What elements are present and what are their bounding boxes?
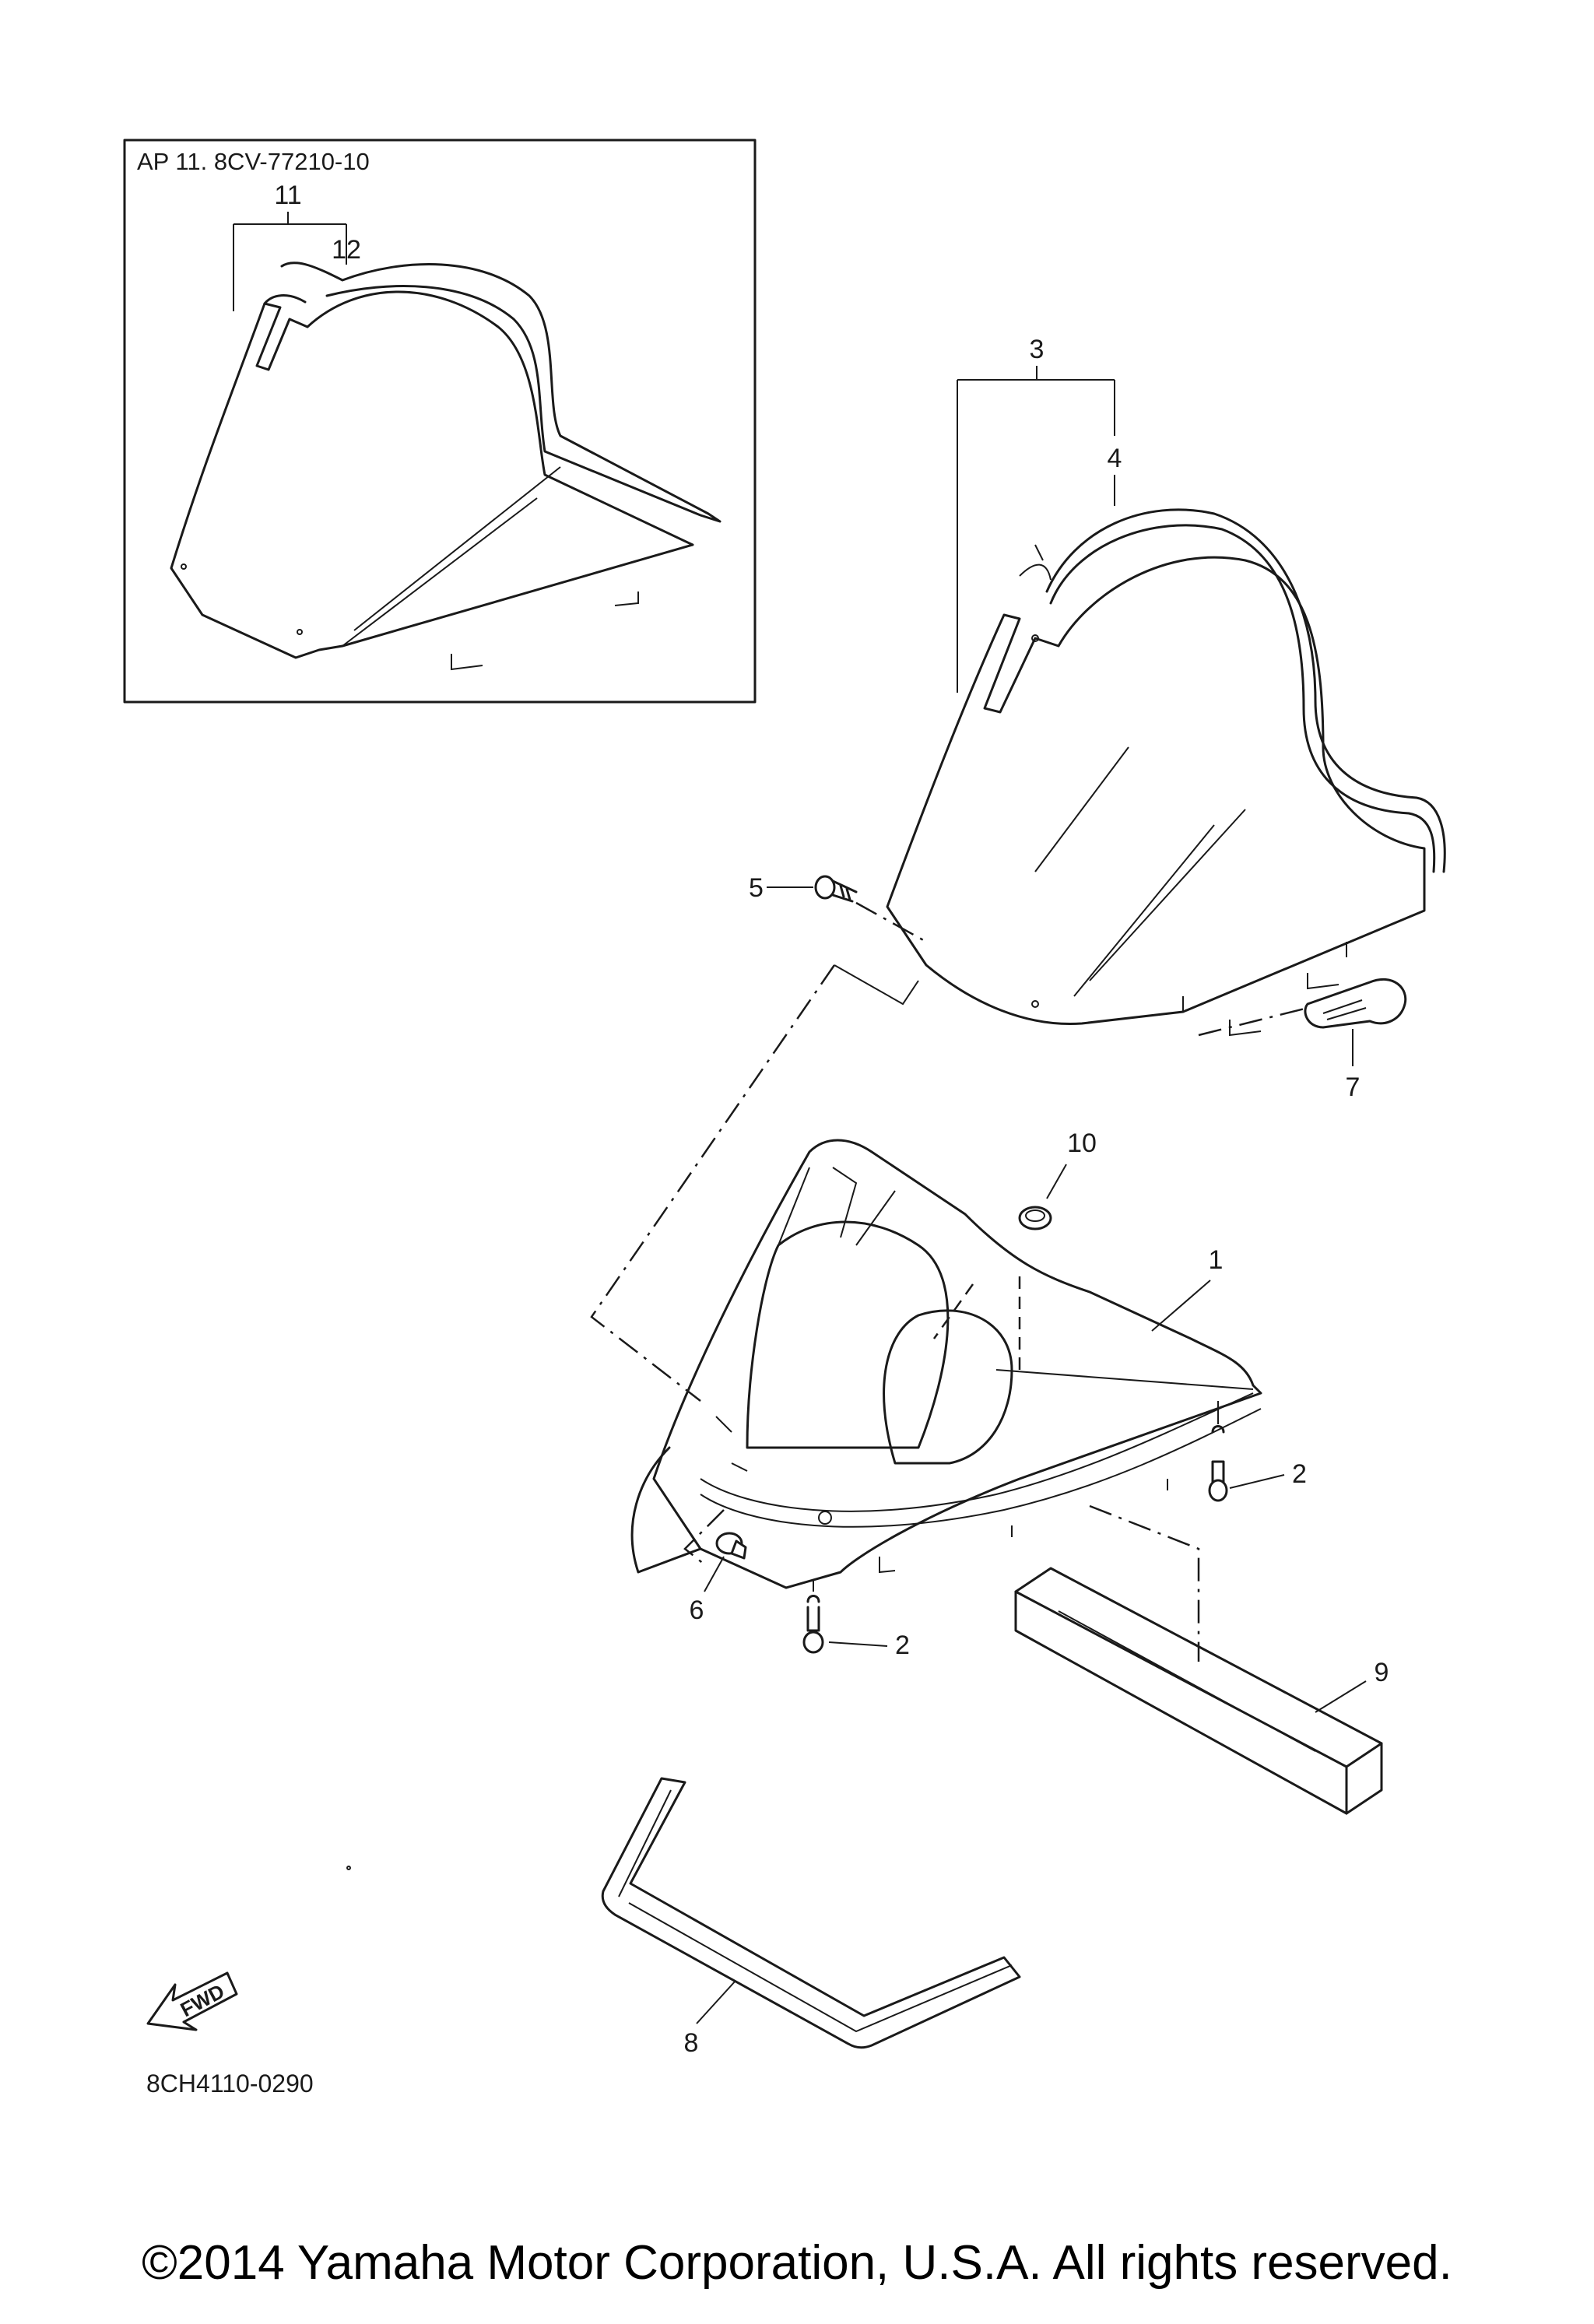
diagram-code: 8CH4110-0290 [146, 2069, 314, 2098]
grommet-10 [1018, 1206, 1052, 1230]
screw-2-right [1208, 1401, 1228, 1502]
forward-arrow-icon: FWD [146, 1971, 238, 2031]
foam-block-9 [1014, 1567, 1383, 1815]
inset-windshield [170, 262, 722, 671]
callout-1: 1 [1209, 1245, 1224, 1275]
callout-2-left: 2 [895, 1631, 910, 1660]
cowl [630, 1139, 1262, 1589]
callout-3: 3 [1030, 335, 1045, 364]
callout-9: 9 [1375, 1658, 1389, 1687]
callout-11: 11 [274, 181, 301, 210]
inset-box: AP 11. 8CV-77210-10 11 12 [123, 139, 757, 704]
callout-5: 5 [749, 873, 764, 903]
seal-strip-8 [601, 1777, 1021, 2049]
callout-4: 4 [1108, 444, 1122, 473]
bracket-7 [1304, 978, 1407, 1029]
callout-2-right: 2 [1292, 1459, 1307, 1489]
inset-title: AP 11. 8CV-77210-10 [137, 148, 370, 175]
screw-5 [814, 875, 858, 903]
plug-6 [715, 1532, 747, 1560]
callout-6: 6 [690, 1596, 704, 1625]
windshield [886, 508, 1446, 1037]
callout-8: 8 [684, 2028, 699, 2058]
callout-7: 7 [1346, 1072, 1361, 1102]
callout-10: 10 [1067, 1129, 1097, 1158]
copyright-notice: ©2014 Yamaha Motor Corporation, U.S.A. A… [142, 2236, 1452, 2290]
screw-2-left [802, 1580, 824, 1654]
callout-12: 12 [332, 235, 361, 265]
